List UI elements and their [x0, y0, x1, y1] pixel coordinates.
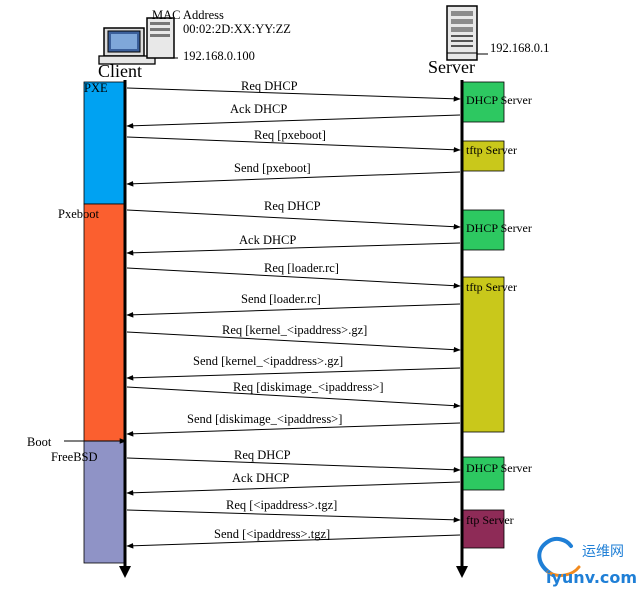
message-arrow: [126, 331, 461, 353]
message-arrow: [126, 303, 461, 318]
message-arrow: [126, 534, 461, 549]
server-box-tftp-2: [462, 276, 505, 433]
computer-icon: [98, 17, 178, 65]
server-box-label: DHCP Server: [466, 461, 532, 475]
server-box-label: DHCP Server: [466, 221, 532, 235]
watermark: 运维网 iyunv.com: [537, 536, 637, 587]
server-lifeline-arrowhead: [456, 566, 468, 578]
message-label: Ack DHCP: [239, 233, 296, 247]
message-label: Req DHCP: [234, 448, 291, 462]
message-arrow: [126, 422, 461, 437]
watermark-url-text: iyunv.com: [546, 568, 637, 587]
watermark-cn-text: 运维网: [582, 544, 624, 560]
phase-label-boot: Boot: [27, 435, 52, 449]
message-arrow: [126, 386, 461, 409]
message-label: Req [<ipaddress>.tgz]: [226, 498, 337, 512]
server-tower-icon: [446, 5, 488, 61]
message-label: Req DHCP: [264, 199, 321, 213]
message-label: Req DHCP: [241, 79, 298, 93]
server-box-dhcp-1: [462, 81, 505, 123]
message-arrow: [126, 136, 461, 153]
client-lifeline-arrowhead: [119, 566, 131, 578]
server-box-dhcp-2: [462, 209, 505, 251]
phase-label-pxe: PXE: [84, 81, 108, 95]
mac-address-label: MAC Address: [152, 8, 224, 22]
message-label: Send [kernel_<ipaddress>.gz]: [193, 354, 343, 368]
message-label: Req [pxeboot]: [254, 128, 326, 142]
message-label: Send [<ipaddress>.tgz]: [214, 527, 330, 541]
server-box-label: ftp Server: [466, 513, 514, 527]
server-box-label: tftp Server: [466, 280, 517, 294]
message-arrow: [126, 481, 461, 496]
message-arrow: [126, 367, 461, 381]
server-title: Server: [428, 57, 475, 77]
message-label: Req [diskimage_<ipaddress>]: [233, 380, 384, 394]
server-box-label: tftp Server: [466, 143, 517, 157]
client-ip: 192.168.0.100: [183, 49, 255, 63]
message-label: Req [loader.rc]: [264, 261, 339, 275]
mac-address-value: 00:02:2D:XX:YY:ZZ: [183, 22, 291, 36]
server-box-ftp: [462, 509, 505, 549]
message-arrow: [126, 267, 461, 289]
message-arrow: [126, 209, 461, 230]
message-label: Send [pxeboot]: [234, 161, 311, 175]
message-arrow: [126, 171, 461, 187]
message-label: Req [kernel_<ipaddress>.gz]: [222, 323, 367, 337]
message-arrow: [126, 509, 461, 523]
watermark-swoosh-icon: [546, 565, 581, 577]
message-label: Send [diskimage_<ipaddress>]: [187, 412, 342, 426]
server-ip: 192.168.0.1: [490, 41, 549, 55]
server-box-tftp-1: [462, 140, 505, 172]
phase-label-pxeboot: Pxeboot: [58, 207, 100, 221]
phase-label-freebsd: FreeBSD: [51, 450, 98, 464]
message-label: Send [loader.rc]: [241, 292, 321, 306]
message-label: Ack DHCP: [230, 102, 287, 116]
message-list: Req DHCP Ack DHCP Req [pxeboot] Send [px…: [126, 79, 461, 549]
message-arrow: [126, 242, 461, 256]
message-label: Ack DHCP: [232, 471, 289, 485]
phase-bar-pxeboot: [83, 203, 125, 442]
message-arrow: [126, 87, 461, 102]
server-box-label: DHCP Server: [466, 93, 532, 107]
client-title: Client: [98, 61, 142, 81]
message-arrow: [126, 114, 461, 129]
watermark-logo-icon: [537, 536, 573, 577]
phase-bar-pxe: [83, 81, 125, 205]
message-arrow: [126, 457, 461, 473]
